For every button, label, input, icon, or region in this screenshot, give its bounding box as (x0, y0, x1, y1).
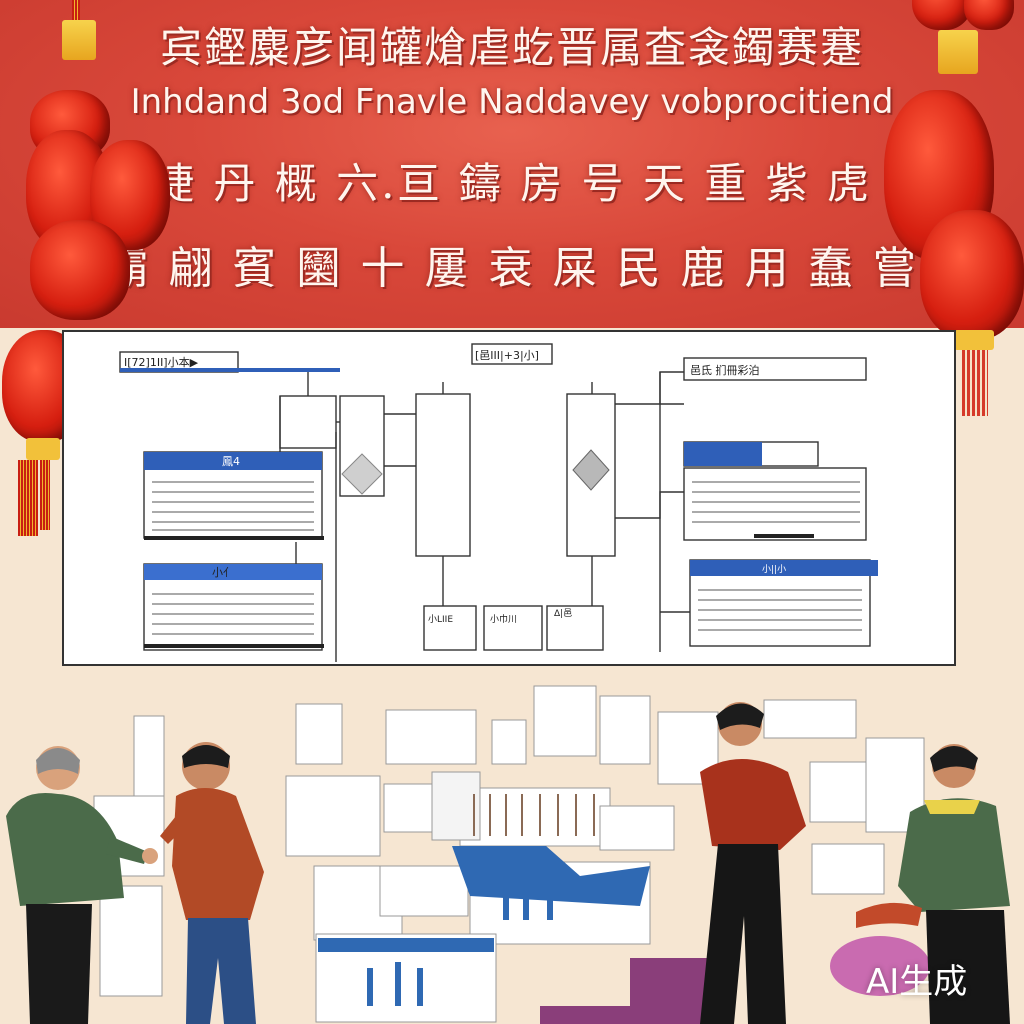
people-illustration (0, 676, 1024, 1024)
lantern-icon (884, 90, 1024, 420)
diagram-title-right: 邑氐 扪冊彩泊 (690, 363, 760, 377)
person-4 (856, 744, 1010, 1024)
person-2 (160, 742, 264, 1024)
bottom-box-1-label: 小LIIE (428, 614, 453, 625)
banner-title-line-1: 宾鏗麋彦闻罐熗虐虼晋属査衾鐲赛蹇 (159, 23, 864, 72)
right-table-2-header: 小||小 (762, 564, 786, 575)
diagram-title-center: [邑III|+3|小] (475, 349, 539, 362)
lantern-icon (904, 0, 1024, 100)
diagram-canvas: I[72]1II]小本▶ [邑III|+3|小] 邑氐 扪冊彩泊 鳳4 小亻 小… (119, 343, 878, 662)
bottom-box-3-label: Δ|邑 (554, 608, 572, 619)
banner-title-line-4: 霸 翩 賓 圞 十 屢 衰 屎 民 鹿 用 蠢 嘗 (104, 243, 920, 294)
lantern-icon (40, 0, 120, 110)
ai-generated-watermark: AI生成 (866, 962, 968, 1002)
person-3 (700, 702, 806, 1024)
diagram-title-left: I[72]1II]小本▶ (124, 355, 199, 369)
banner-title-line-2: Inhdand 3od Fnavle Naddavey vobprocitien… (130, 82, 894, 122)
banner-title-line-3: 捷 丹 概 六.亘 鑄 房 号 天 重 紫 虎 (152, 159, 872, 208)
bottom-box-2-label: 小巾川 (490, 613, 517, 625)
person-1 (6, 746, 158, 1024)
left-table-1-header: 鳳4 (222, 455, 240, 468)
red-banner: 宾鏗麋彦闻罐熗虐虼晋属査衾鐲赛蹇 Inhdand 3od Fnavle Nadd… (0, 0, 1024, 328)
left-table-2-header: 小亻 (212, 566, 234, 579)
lantern-icon (20, 90, 170, 330)
flowchart-diagram: I[72]1II]小本▶ [邑III|+3|小] 邑氐 扪冊彩泊 鳳4 小亻 小… (62, 330, 956, 666)
